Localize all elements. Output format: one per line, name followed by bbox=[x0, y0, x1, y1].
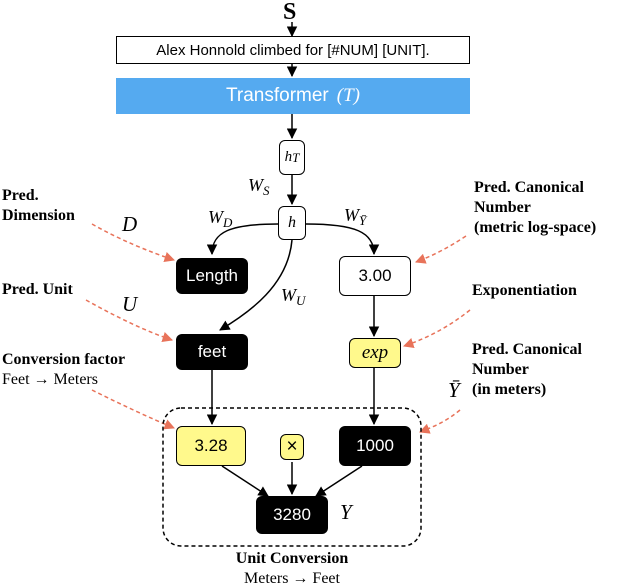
arrow-h-to-length bbox=[206, 223, 279, 256]
symbol-d: D bbox=[122, 212, 138, 236]
ws-base: W bbox=[248, 175, 263, 195]
ht-base: h bbox=[284, 149, 293, 165]
weight-wy: WȲ bbox=[344, 204, 366, 232]
annotation-conversion-factor: Conversion factor Feet → Meters bbox=[2, 350, 125, 390]
input-sentence: Alex Honnold climbed for [#NUM] [UNIT]. bbox=[116, 36, 470, 64]
transformer-block: Transformer (T) bbox=[116, 78, 470, 114]
annotation-pred-dimension-line1: Pred. bbox=[2, 187, 39, 204]
annotation-pred-canonical-meters-line1: Pred. Canonical bbox=[472, 341, 582, 358]
unit-conversion-detail: Meters → Feet bbox=[244, 570, 340, 587]
arrow-h-to-log-value bbox=[305, 223, 380, 256]
annotation-pred-dimension: Pred. Dimension bbox=[2, 186, 75, 226]
annotation-pred-canonical: Pred. Canonical Number (metric log-space… bbox=[474, 178, 596, 238]
annotation-pred-canonical-meters: Pred. Canonical Number (in meters) bbox=[472, 340, 582, 400]
wu-sub: U bbox=[296, 293, 306, 308]
annotation-arrow-dimension bbox=[91, 223, 175, 262]
wd-base: W bbox=[208, 207, 223, 227]
annotation-arrow-canonical bbox=[415, 235, 467, 264]
transformer-label: Transformer bbox=[226, 85, 329, 106]
node-log-value: 3.00 bbox=[339, 256, 411, 296]
annotation-pred-canonical-meters-line2: Number bbox=[472, 361, 529, 378]
ht-sub: T bbox=[292, 149, 300, 165]
node-unit: feet bbox=[176, 334, 248, 370]
weight-wd: WD bbox=[208, 206, 232, 234]
symbol-u: U bbox=[122, 292, 138, 316]
wd-sub: D bbox=[223, 215, 233, 230]
annotation-conversion-factor-detail: Feet → Meters bbox=[2, 371, 98, 388]
node-exp: exp bbox=[349, 338, 401, 368]
annotation-pred-dimension-line2: Dimension bbox=[2, 207, 75, 224]
annotation-pred-canonical-meters-line3: (in meters) bbox=[472, 381, 547, 398]
node-result: 3280 bbox=[256, 496, 328, 534]
weight-ws: WS bbox=[248, 174, 270, 202]
symbol-y: Y bbox=[340, 500, 352, 524]
unit-conversion-region bbox=[162, 407, 422, 547]
annotation-conversion-factor-title: Conversion factor bbox=[2, 351, 126, 368]
arrow-h-to-feet bbox=[219, 239, 293, 331]
weight-wu: WU bbox=[281, 284, 305, 312]
transformer-symbol: (T) bbox=[336, 85, 360, 106]
annotation-arrow-canonical-meters bbox=[419, 409, 461, 434]
annotation-arrow-exponentiation bbox=[403, 309, 471, 348]
multiply-icon: × bbox=[280, 434, 304, 460]
arrow-meters-to-result bbox=[315, 465, 363, 497]
annotation-pred-unit: Pred. Unit bbox=[2, 281, 73, 298]
unit-conversion-caption: Unit Conversion Meters → Feet bbox=[0, 549, 584, 588]
hidden-h-node: h bbox=[278, 206, 306, 240]
ws-sub: S bbox=[263, 183, 270, 198]
wu-base: W bbox=[281, 285, 296, 305]
wy-base: W bbox=[344, 205, 359, 225]
annotation-pred-canonical-line3: (metric log-space) bbox=[474, 219, 597, 236]
unit-conversion-title: Unit Conversion bbox=[235, 550, 349, 567]
wy-sub: Ȳ bbox=[359, 213, 367, 228]
arrow-factor-to-result bbox=[221, 465, 269, 497]
symbol-y-bar: Ȳ bbox=[448, 378, 460, 402]
h-label: h bbox=[288, 214, 296, 231]
node-factor: 3.28 bbox=[176, 426, 246, 466]
node-meters: 1000 bbox=[339, 426, 411, 466]
annotation-arrow-unit bbox=[85, 299, 173, 342]
annotation-arrow-conversion bbox=[91, 389, 175, 430]
node-dimension: Length bbox=[176, 258, 248, 294]
input-symbol: S bbox=[283, 0, 297, 25]
annotation-exponentiation: Exponentiation bbox=[472, 282, 577, 299]
annotation-pred-canonical-line2: Number bbox=[474, 199, 531, 216]
annotation-pred-canonical-line1: Pred. Canonical bbox=[474, 179, 584, 196]
